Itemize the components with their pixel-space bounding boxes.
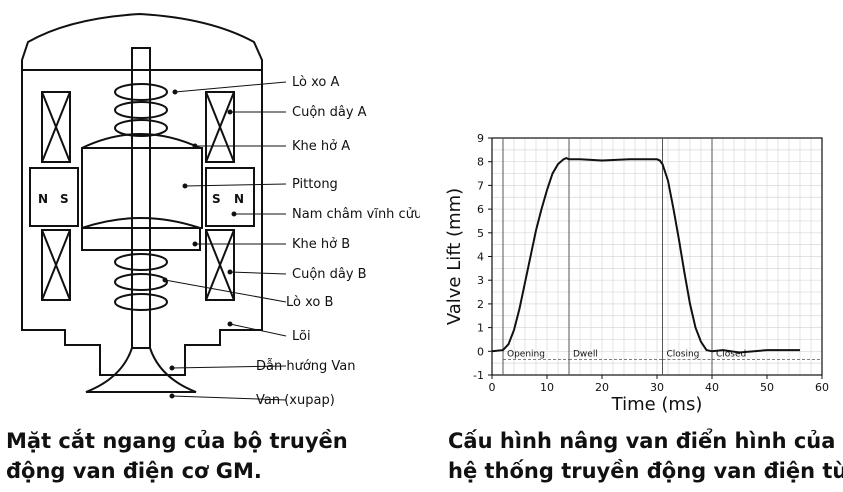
- label-magnet: Nam châm vĩnh cửu: [292, 207, 420, 222]
- y-tick-label: 6: [477, 203, 484, 216]
- y-tick-label: 9: [477, 132, 484, 145]
- phase-label: Closing: [667, 350, 700, 360]
- phase-label: Closed: [716, 350, 746, 360]
- magnet-left-n: N: [38, 192, 48, 206]
- magnet-left: [29, 167, 79, 227]
- caption-left-line-1: Mặt cắt ngang của bộ truyền: [6, 429, 348, 453]
- label-valve: Van (xupap): [256, 393, 335, 408]
- phase-label: Opening: [507, 350, 545, 360]
- x-tick-label: 30: [650, 381, 664, 394]
- label-gap-b: Khe hở B: [292, 237, 350, 252]
- y-tick-label: 5: [477, 227, 484, 240]
- x-axis-title: Time (ms): [611, 394, 703, 415]
- y-tick-label: 8: [477, 156, 484, 169]
- label-spring-b: Lò xo B: [286, 295, 333, 310]
- magnet-right: [205, 167, 255, 227]
- x-tick-label: 10: [540, 381, 554, 394]
- y-tick-label: 7: [477, 179, 484, 192]
- label-coil-a: Cuộn dây A: [292, 105, 367, 120]
- y-tick-label: 2: [477, 298, 484, 311]
- valve-head: [85, 347, 197, 393]
- valve-stem: [131, 47, 151, 349]
- valve-lift-line: [491, 157, 800, 354]
- x-tick-label: 0: [489, 381, 496, 394]
- label-piston: Pittong: [292, 177, 338, 192]
- y-tick-label: 0: [477, 345, 484, 358]
- caption-right: Cấu hình nâng van điển hình của hệ thống…: [448, 426, 843, 486]
- magnet-left-s: S: [60, 192, 69, 206]
- coil-b-left: [41, 229, 71, 301]
- x-tick-label: 60: [815, 381, 829, 394]
- caption-left-line-2: động van điện cơ GM.: [6, 459, 262, 483]
- spring-b: [114, 253, 168, 311]
- coil-a-left: [41, 91, 71, 163]
- core-bottom: [81, 217, 201, 251]
- y-tick-label: -1: [473, 369, 484, 382]
- label-gap-a: Khe hở A: [292, 139, 350, 154]
- y-tick-label: 3: [477, 274, 484, 287]
- coil-a-right: [205, 91, 235, 163]
- caption-right-line-1: Cấu hình nâng van điển hình của: [448, 429, 836, 453]
- caption-left: Mặt cắt ngang của bộ truyền động van điệ…: [6, 426, 348, 486]
- magnet-right-s: S: [212, 192, 221, 206]
- y-axis-title: Valve Lift (mm): [444, 188, 465, 325]
- caption-right-line-2: hệ thống truyền động van điện từ: [448, 459, 843, 483]
- label-valve-guide: Dẫn hướng Van: [256, 359, 356, 374]
- label-coil-b: Cuộn dây B: [292, 267, 367, 282]
- y-tick-label: 4: [477, 251, 484, 264]
- housing-outline: [21, 12, 263, 376]
- x-tick-label: 50: [760, 381, 774, 394]
- magnet-right-n: N: [234, 192, 244, 206]
- piston: [81, 147, 203, 229]
- actuator-cross-section-diagram: N S S N Lò xo A Cuộn dây A Khe hở A Pitt…: [21, 12, 420, 408]
- core-top: [81, 133, 201, 149]
- x-tick-label: 40: [705, 381, 719, 394]
- label-spring-a: Lò xo A: [292, 75, 339, 90]
- phase-label: Dwell: [573, 350, 598, 360]
- y-tick-label: 1: [477, 322, 484, 335]
- spring-a: [114, 83, 168, 137]
- x-tick-label: 20: [595, 381, 609, 394]
- coil-b-right: [205, 229, 235, 301]
- label-core: Lõi: [292, 329, 311, 344]
